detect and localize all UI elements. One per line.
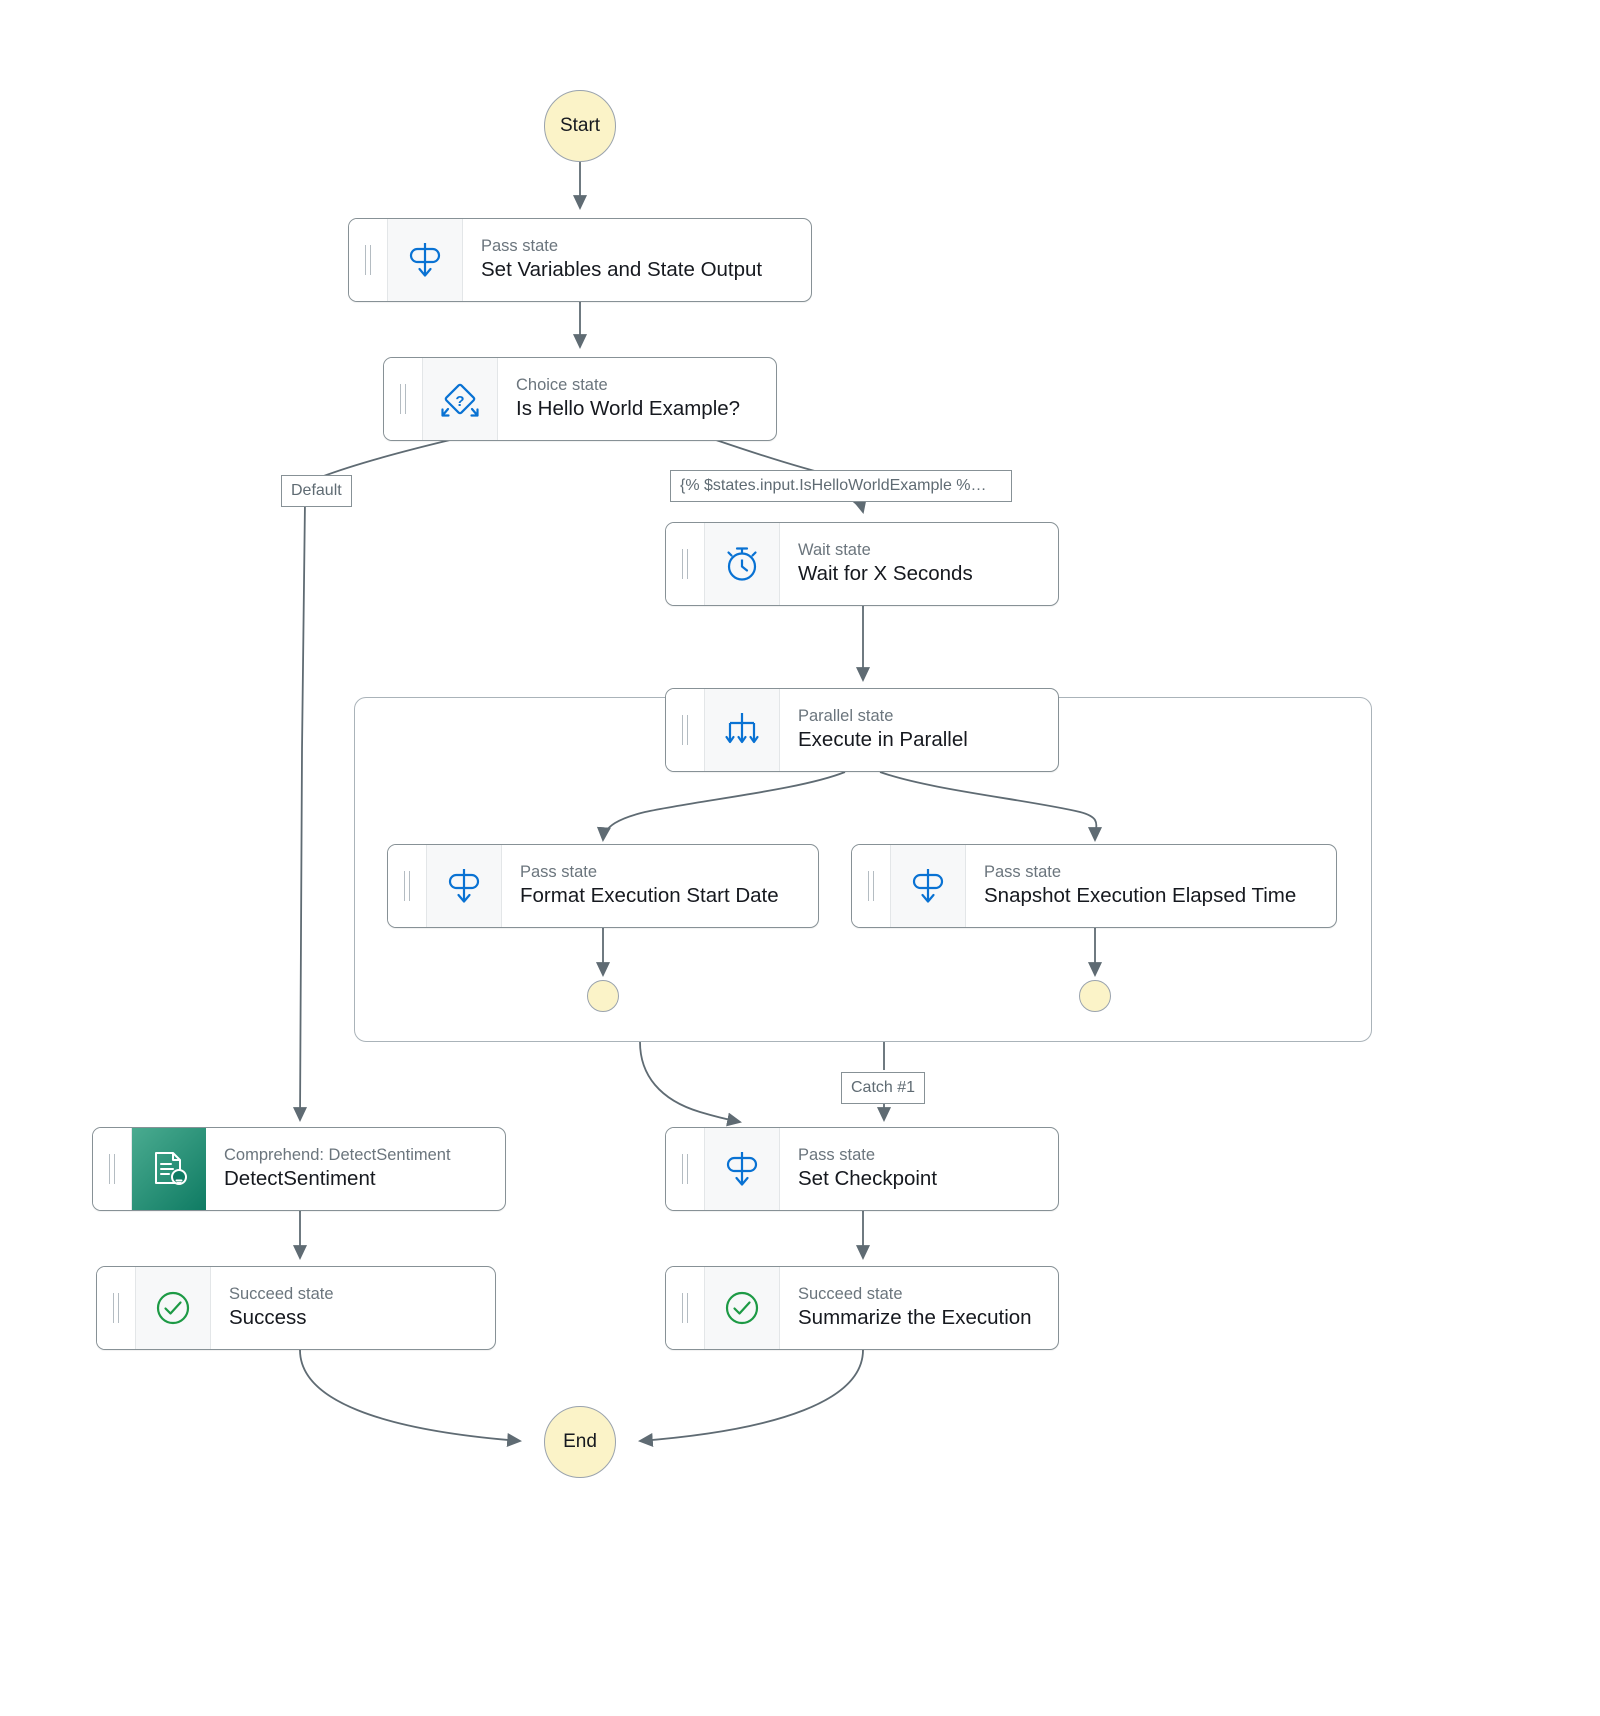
state-kind-label: Parallel state	[798, 706, 894, 725]
state-kind-label: Pass state	[481, 236, 559, 255]
state-title-label: Execute in Parallel	[798, 728, 968, 752]
state-node-is-hello-world[interactable]: ? Choice state Is Hello World Example?	[383, 357, 777, 441]
pass-state-icon	[388, 219, 463, 301]
succeed-state-icon	[136, 1267, 211, 1349]
state-title-label: Snapshot Execution Elapsed Time	[984, 884, 1297, 908]
branch-end-terminal-right[interactable]	[1079, 980, 1111, 1012]
drag-handle[interactable]	[666, 1128, 705, 1210]
start-terminal[interactable]: Start	[544, 90, 616, 162]
state-title-label: Set Checkpoint	[798, 1167, 938, 1191]
edge-label-default[interactable]: Default	[281, 475, 352, 507]
state-kind-label: Succeed state	[798, 1284, 903, 1303]
state-node-execute-in-parallel[interactable]: Parallel state Execute in Parallel	[665, 688, 1059, 772]
state-title-label: Success	[229, 1306, 307, 1330]
pass-state-icon	[891, 845, 966, 927]
svg-text:?: ?	[455, 393, 464, 410]
drag-handle[interactable]	[666, 1267, 705, 1349]
drag-handle[interactable]	[97, 1267, 136, 1349]
drag-handle[interactable]	[852, 845, 891, 927]
comprehend-detect-sentiment-icon	[132, 1128, 206, 1210]
state-node-wait-for-x-seconds[interactable]: Wait state Wait for X Seconds	[665, 522, 1059, 606]
pass-state-icon	[427, 845, 502, 927]
drag-handle[interactable]	[666, 523, 705, 605]
drag-handle[interactable]	[388, 845, 427, 927]
state-kind-label: Pass state	[984, 862, 1062, 881]
state-title-label: Set Variables and State Output	[481, 258, 763, 282]
edge-label-condition[interactable]: {% $states.input.IsHelloWorldExample %…	[670, 470, 1012, 502]
end-terminal[interactable]: End	[544, 1406, 616, 1478]
drag-handle[interactable]	[93, 1128, 132, 1210]
drag-handle[interactable]	[666, 689, 705, 771]
pass-state-icon	[705, 1128, 780, 1210]
state-node-snapshot-execution-elapsed-time[interactable]: Pass state Snapshot Execution Elapsed Ti…	[851, 844, 1337, 928]
state-kind-label: Pass state	[520, 862, 598, 881]
state-node-success[interactable]: Succeed state Success	[96, 1266, 496, 1350]
parallel-state-icon	[705, 689, 780, 771]
state-title-label: Wait for X Seconds	[798, 562, 973, 586]
state-kind-label: Wait state	[798, 540, 871, 559]
state-title-label: Summarize the Execution	[798, 1306, 1032, 1330]
end-terminal-label: End	[563, 1431, 597, 1452]
branch-end-terminal-left[interactable]	[587, 980, 619, 1012]
succeed-state-icon	[705, 1267, 780, 1349]
state-kind-label: Comprehend: DetectSentiment	[224, 1145, 451, 1164]
drag-handle[interactable]	[384, 358, 423, 440]
state-node-format-execution-start-date[interactable]: Pass state Format Execution Start Date	[387, 844, 819, 928]
edge-label-catch[interactable]: Catch #1	[841, 1072, 926, 1104]
drag-handle[interactable]	[349, 219, 388, 301]
choice-state-icon: ?	[423, 358, 498, 440]
wait-state-icon	[705, 523, 780, 605]
state-node-summarize-the-execution[interactable]: Succeed state Summarize the Execution	[665, 1266, 1059, 1350]
state-kind-label: Choice state	[516, 375, 608, 394]
state-node-set-checkpoint[interactable]: Pass state Set Checkpoint	[665, 1127, 1059, 1211]
start-terminal-label: Start	[559, 115, 601, 136]
state-kind-label: Succeed state	[229, 1284, 334, 1303]
state-node-detect-sentiment[interactable]: Comprehend: DetectSentiment DetectSentim…	[92, 1127, 506, 1211]
state-node-set-variables[interactable]: Pass state Set Variables and State Outpu…	[348, 218, 812, 302]
state-title-label: Format Execution Start Date	[520, 884, 779, 908]
state-kind-label: Pass state	[798, 1145, 876, 1164]
state-title-label: Is Hello World Example?	[516, 397, 741, 421]
state-title-label: DetectSentiment	[224, 1167, 376, 1191]
